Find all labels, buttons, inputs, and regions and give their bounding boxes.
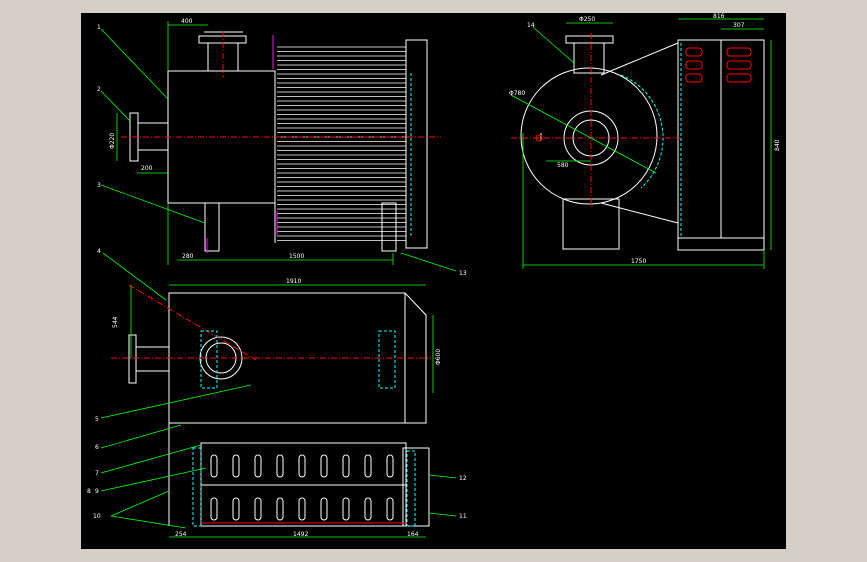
part-label-14: 14 xyxy=(527,22,535,29)
fin-slot xyxy=(210,454,218,478)
plan-inlet-flange xyxy=(128,334,137,384)
dim-bottom-left: 280 xyxy=(182,253,194,260)
fin-slot xyxy=(210,497,218,521)
part-label-5: 5 xyxy=(95,416,99,423)
fin-bank-right-box xyxy=(402,447,430,527)
plan-part-labels: 5 6 7 8 9 10 11 12 xyxy=(87,416,467,520)
fin-slot xyxy=(320,497,328,521)
fin-slots xyxy=(210,454,394,521)
part-label-10: 10 xyxy=(93,513,101,520)
part-label-6: 6 xyxy=(95,444,99,451)
fin-slot xyxy=(254,497,262,521)
front-magenta-marks xyxy=(206,35,278,253)
part-label-4: 4 xyxy=(97,248,101,255)
plan-dimension-texts: 1910 544 Φ600 254 1492 164 xyxy=(112,278,442,538)
plan-dimension-lines xyxy=(130,284,434,538)
shell-circle xyxy=(520,67,658,205)
side-tangent-top xyxy=(600,42,679,76)
fin-slot xyxy=(342,497,350,521)
plan-leaders xyxy=(100,384,457,529)
fin-slot xyxy=(232,497,240,521)
fin-slot xyxy=(386,454,394,478)
front-dimension-lines xyxy=(116,21,394,265)
fin-slot xyxy=(254,454,262,478)
plan-view xyxy=(128,292,430,527)
dim-pipe-offset: 544 xyxy=(112,316,119,328)
dim-height: 840 xyxy=(774,139,781,151)
dim-bottom-span: 1500 xyxy=(289,253,304,260)
side-red-slots xyxy=(535,47,752,142)
left-leg xyxy=(204,202,220,252)
fin-slot xyxy=(364,454,372,478)
front-fins xyxy=(277,46,406,241)
dim-middle: 1492 xyxy=(293,531,308,538)
part-label-8: 8 xyxy=(87,488,91,495)
dim-right-end: 164 xyxy=(407,531,419,538)
part-label-12: 12 xyxy=(459,475,467,482)
front-centerlines xyxy=(121,31,441,138)
drawing-sheet: 400 Φ220 200 280 1500 1 2 3 4 13 xyxy=(81,13,786,549)
fin-slot xyxy=(276,454,284,478)
plan-inlet-pipe xyxy=(135,346,170,372)
dim-top-width: 400 xyxy=(181,18,193,25)
part-label-9: 9 xyxy=(95,488,99,495)
fin-slot xyxy=(298,497,306,521)
dim-inlet-offset: 200 xyxy=(141,165,153,172)
dim-offset: 580 xyxy=(557,162,569,169)
front-part-labels: 1 2 3 4 13 xyxy=(97,24,467,277)
side-dimension-texts: Φ250 816 307 Φ780 580 840 1750 xyxy=(509,13,781,265)
fin-slot xyxy=(298,454,306,478)
dim-top-pipe: Φ250 xyxy=(579,16,595,23)
cad-drawing: 400 Φ220 200 280 1500 1 2 3 4 13 xyxy=(87,13,781,538)
front-leaders xyxy=(100,28,457,301)
side-dimension-lines xyxy=(510,18,772,269)
dim-overall-length: 1910 xyxy=(286,278,301,285)
left-inlet-pipe xyxy=(137,122,169,151)
dim-left-end: 254 xyxy=(175,531,187,538)
fin-slot xyxy=(364,497,372,521)
side-tangent-bottom xyxy=(600,202,679,224)
dim-header-width: 307 xyxy=(733,22,745,29)
side-view xyxy=(520,35,765,251)
part-label-2: 2 xyxy=(97,86,101,93)
dim-overall-width: 816 xyxy=(713,13,725,20)
plan-centerlines xyxy=(111,284,431,361)
side-hidden-lines xyxy=(620,43,682,238)
fin-slot xyxy=(342,454,350,478)
part-label-7: 7 xyxy=(95,470,99,477)
front-dimension-texts: 400 Φ220 200 280 1500 xyxy=(109,18,304,260)
fin-slot xyxy=(232,454,240,478)
end-plate xyxy=(405,39,428,249)
part-label-13: 13 xyxy=(459,270,467,277)
side-centerlines xyxy=(511,33,681,208)
part-label-3: 3 xyxy=(97,182,101,189)
fin-slot xyxy=(276,497,284,521)
side-leaders xyxy=(532,26,575,64)
fin-slot xyxy=(320,454,328,478)
side-top-flange xyxy=(565,35,614,44)
dim-body-height: Φ600 xyxy=(435,349,442,365)
part-label-1: 1 xyxy=(97,24,101,31)
dim-flange-height: Φ220 xyxy=(109,133,116,149)
fin-slot xyxy=(386,497,394,521)
plan-hidden-lines xyxy=(192,330,416,527)
part-label-11: 11 xyxy=(459,513,467,520)
dim-base-width: 1750 xyxy=(631,258,646,265)
dim-diameter: Φ780 xyxy=(509,90,525,97)
